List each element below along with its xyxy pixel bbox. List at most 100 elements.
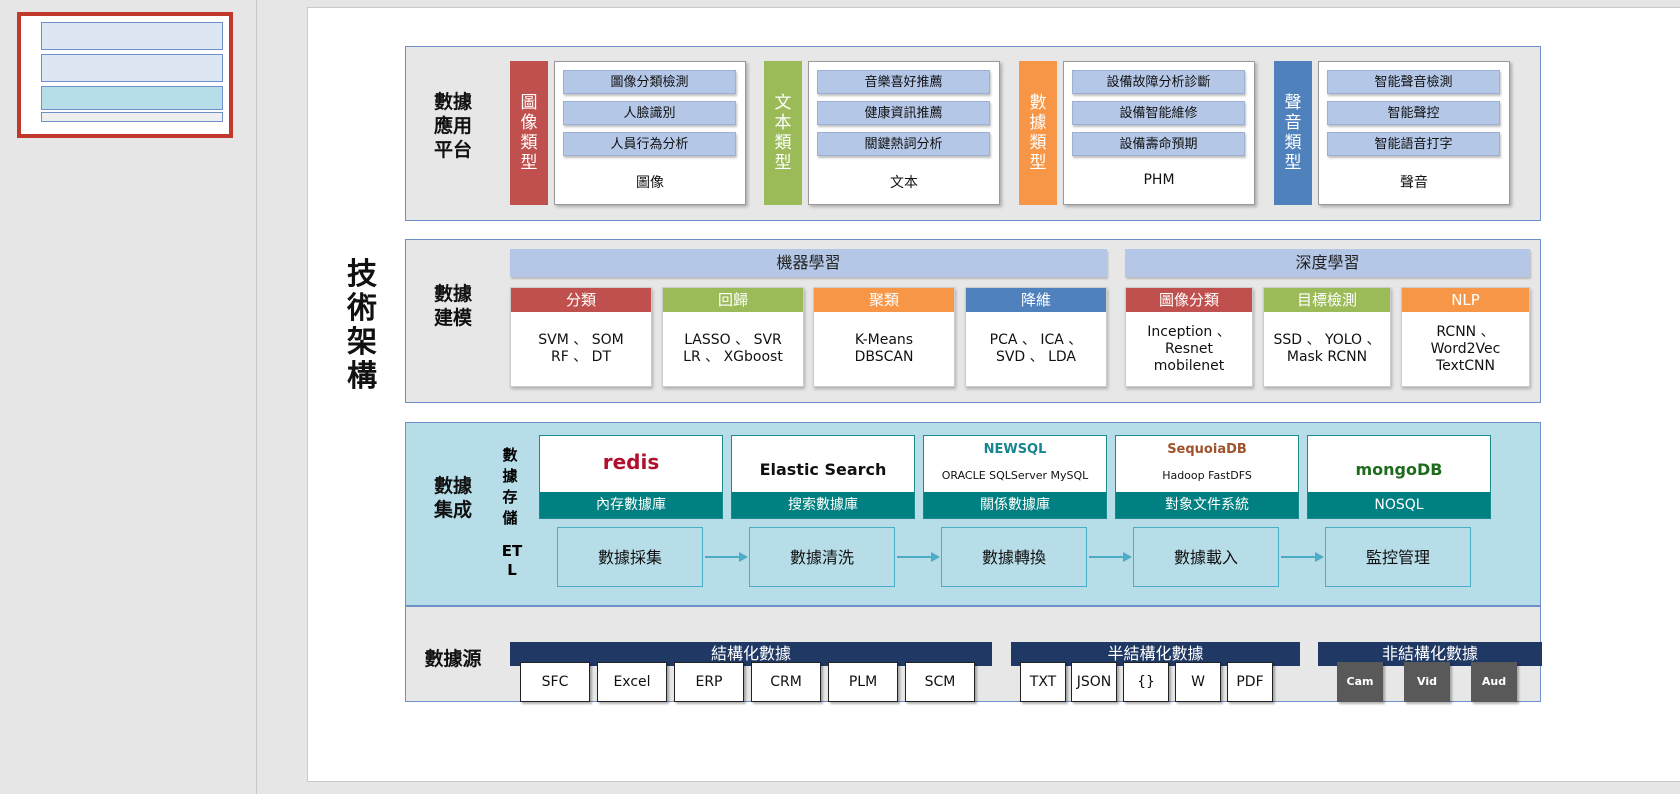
app-type-tab: 數據類型 <box>1019 61 1057 205</box>
app-box-caption: 聲音 <box>1400 175 1428 191</box>
semi-structured-source-box: W <box>1175 662 1221 702</box>
app-platform-label: 數據應用平台 <box>433 91 472 161</box>
storage-footer: 關係數據庫 <box>924 492 1106 518</box>
storage-subtitle: Hadoop FastDFS <box>1162 469 1252 482</box>
etl-step: 數據清洗 <box>749 527 895 587</box>
app-item: 音樂喜好推薦 <box>817 70 990 94</box>
semi-structured-source-box: JSON <box>1071 662 1117 702</box>
storage-label: 數據存儲 <box>502 446 518 527</box>
etl-arrow <box>897 552 940 562</box>
model-card-header: 聚類 <box>814 288 954 312</box>
semi-structured-source-box: PDF <box>1227 662 1273 702</box>
semi-structured-source-box: {} <box>1123 662 1169 702</box>
model-card: 目標檢測 SSD 、 YOLO 、 Mask RCNN <box>1263 287 1391 387</box>
storage-name: redis <box>602 450 660 474</box>
structured-source-box: SCM <box>905 662 975 702</box>
storage-box: redis 內存數據庫 <box>539 435 723 519</box>
storage-name: mongoDB <box>1355 460 1443 479</box>
slide-thumbnail[interactable] <box>17 12 233 138</box>
structured-source-box: ERP <box>674 662 744 702</box>
unstructured-source-box: Aud <box>1471 662 1517 702</box>
app-item: 圖像分類檢測 <box>563 70 736 94</box>
etl-arrow <box>1089 552 1132 562</box>
model-card-header: 回歸 <box>663 288 803 312</box>
model-card: 降維 PCA 、 ICA 、 SVD 、 LDA <box>965 287 1107 387</box>
app-type-tab-label: 文本類型 <box>774 93 792 173</box>
machine-learning-bar: 機器學習 <box>510 249 1107 277</box>
model-card: NLP RCNN 、 Word2Vec TextCNN <box>1401 287 1530 387</box>
model-card-body: SSD 、 YOLO 、 Mask RCNN <box>1273 332 1381 365</box>
app-item: 智能聲音檢測 <box>1327 70 1500 94</box>
app-item: 智能聲控 <box>1327 101 1500 125</box>
storage-box: Elastic Search 搜索數據庫 <box>731 435 915 519</box>
model-card-header: NLP <box>1402 288 1529 312</box>
diagram-title: 技術架構 <box>342 258 382 394</box>
model-card-body: LASSO 、 SVR LR 、 XGboost <box>683 332 783 365</box>
storage-footer: 內存數據庫 <box>540 492 722 518</box>
app-type-tab: 文本類型 <box>764 61 802 205</box>
data-source-label: 數據源 <box>424 648 482 670</box>
storage-box: mongoDB NOSQL <box>1307 435 1491 519</box>
app-box-caption: 圖像 <box>636 175 664 191</box>
app-item: 健康資訊推薦 <box>817 101 990 125</box>
storage-footer: NOSQL <box>1308 492 1490 518</box>
structured-source-box: CRM <box>751 662 821 702</box>
model-card: 分類 SVM 、 SOM RF 、 DT <box>510 287 652 387</box>
app-item: 人員行為分析 <box>563 132 736 156</box>
app-item: 設備智能維修 <box>1072 101 1245 125</box>
app-item: 設備故障分析診斷 <box>1072 70 1245 94</box>
model-card-body: PCA 、 ICA 、 SVD 、 LDA <box>989 332 1083 365</box>
app-type-tab: 聲音類型 <box>1274 61 1312 205</box>
app-box-caption: 文本 <box>890 175 918 191</box>
app-item: 智能語音打字 <box>1327 132 1500 156</box>
deep-learning-bar: 深度學習 <box>1125 249 1530 277</box>
app-item: 關鍵熱詞分析 <box>817 132 990 156</box>
app-item: 設備壽命預期 <box>1072 132 1245 156</box>
unstructured-source-box: Cam <box>1337 662 1383 702</box>
etl-arrow <box>705 552 748 562</box>
model-card: 圖像分類 Inception 、 Resnet mobilenet <box>1125 287 1253 387</box>
etl-label: ETL <box>501 542 523 579</box>
data-integration-label: 數據集成 <box>433 475 472 521</box>
semi-structured-source-box: TXT <box>1020 662 1066 702</box>
structured-source-box: SFC <box>520 662 590 702</box>
app-box-caption: PHM <box>1143 172 1175 188</box>
storage-box-top: redis <box>540 436 722 498</box>
model-card-header: 目標檢測 <box>1264 288 1390 312</box>
storage-footer: 對象文件系統 <box>1116 492 1298 518</box>
unstructured-source-box: Vid <box>1404 662 1450 702</box>
storage-box: SequoiaDB Hadoop FastDFS 對象文件系統 <box>1115 435 1299 519</box>
app-type-tab-label: 聲音類型 <box>1284 93 1302 173</box>
diagram-title-text: 技術架構 <box>347 257 377 394</box>
model-card-body: K-Means DBSCAN <box>854 332 914 365</box>
app-type-tab-label: 數據類型 <box>1029 93 1047 173</box>
slide: 技術架構 數據應用平台 數據建模 機器學習 深度學習 數據集成 數據存儲 ETL… <box>307 7 1680 782</box>
app-item: 人臉識別 <box>563 101 736 125</box>
etl-step: 監控管理 <box>1325 527 1471 587</box>
model-card-body: SVM 、 SOM RF 、 DT <box>538 332 624 365</box>
storage-subtitle: ORACLE SQLServer MySQL <box>941 469 1089 482</box>
etl-step: 數據採集 <box>557 527 703 587</box>
storage-name: NEWSQL <box>983 442 1047 457</box>
model-card-body: RCNN 、 Word2Vec TextCNN <box>1430 323 1501 374</box>
slide-thumbnail-panel <box>0 0 257 794</box>
model-card: 聚類 K-Means DBSCAN <box>813 287 955 387</box>
structured-source-box: Excel <box>597 662 667 702</box>
storage-footer: 搜索數據庫 <box>732 492 914 518</box>
model-card-header: 分類 <box>511 288 651 312</box>
model-card-header: 降維 <box>966 288 1106 312</box>
etl-step: 數據轉換 <box>941 527 1087 587</box>
storage-box: NEWSQL ORACLE SQLServer MySQL 關係數據庫 <box>923 435 1107 519</box>
data-modeling-label: 數據建模 <box>433 283 472 329</box>
etl-arrow <box>1281 552 1324 562</box>
storage-name: Elastic Search <box>759 460 887 479</box>
model-card-header: 圖像分類 <box>1126 288 1252 312</box>
app-type-tab-label: 圖像類型 <box>520 93 538 173</box>
storage-box-top: NEWSQL ORACLE SQLServer MySQL <box>924 436 1106 498</box>
model-card: 回歸 LASSO 、 SVR LR 、 XGboost <box>662 287 804 387</box>
model-card-body: Inception 、 Resnet mobilenet <box>1147 323 1231 374</box>
storage-name: SequoiaDB <box>1167 442 1247 457</box>
etl-step: 數據載入 <box>1133 527 1279 587</box>
storage-box-top: Elastic Search <box>732 436 914 498</box>
storage-box-top: SequoiaDB Hadoop FastDFS <box>1116 436 1298 498</box>
